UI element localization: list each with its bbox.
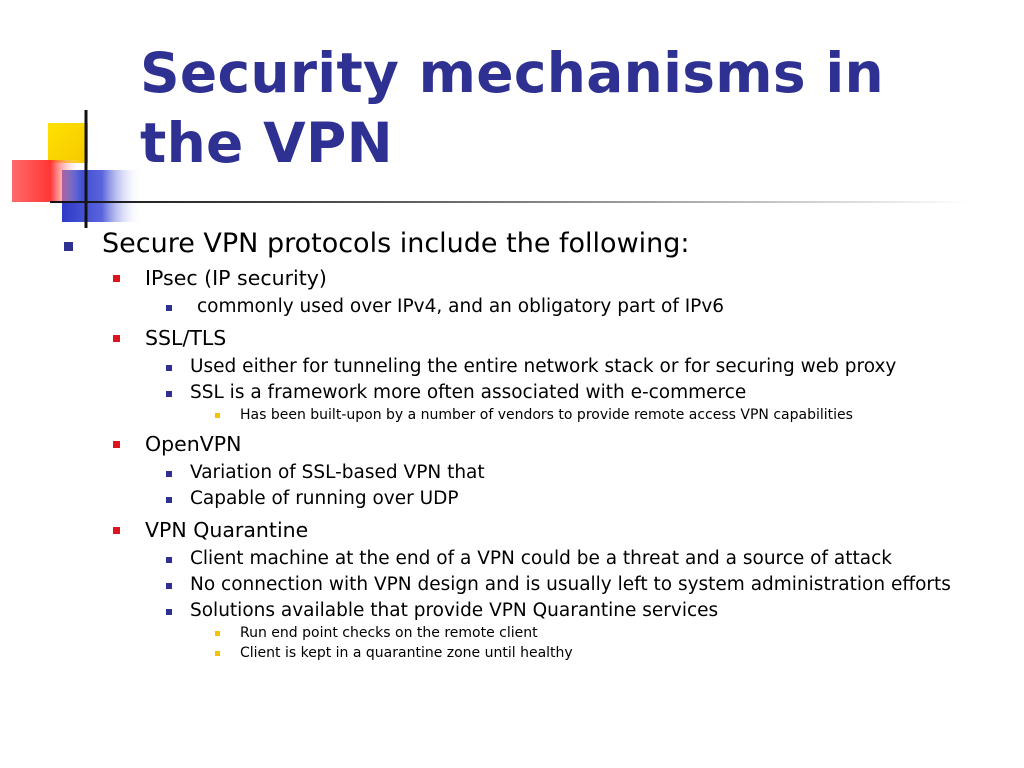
yellow-square [48, 123, 88, 163]
square-bullet-icon [64, 242, 73, 251]
list-item: Client is kept in a quarantine zone unti… [0, 644, 1024, 662]
list-item: Capable of running over UDP [0, 488, 1024, 510]
square-bullet-icon [113, 527, 120, 534]
list-item-ipsec: IPsec (IP security) [0, 264, 1024, 292]
list-item-openvpn: OpenVPN [0, 430, 1024, 458]
list-item: Client machine at the end of a VPN could… [0, 548, 1024, 570]
title-underline [50, 201, 970, 203]
slide-title-line-1: Security mechanisms in [140, 41, 884, 105]
bullet-list: Secure VPN protocols include the followi… [0, 226, 1024, 662]
list-item-intro: Secure VPN protocols include the followi… [0, 226, 1024, 262]
square-bullet-icon [166, 497, 172, 503]
list-item: Run end point checks on the remote clien… [0, 624, 1024, 642]
square-bullet-icon [166, 609, 172, 615]
list-item-quarantine: VPN Quarantine [0, 516, 1024, 544]
ipsec-label: IPsec (IP security) [145, 266, 327, 290]
square-bullet-icon [113, 441, 120, 448]
intro-text: Secure VPN protocols include the followi… [102, 228, 690, 259]
list-item: SSL is a framework more often associated… [0, 382, 1024, 404]
square-bullet-icon [215, 631, 220, 636]
square-bullet-icon [166, 305, 172, 311]
slide-title-line-2: the VPN [140, 111, 393, 175]
square-bullet-icon [113, 275, 120, 282]
list-item: commonly used over IPv4, and an obligato… [0, 296, 1024, 318]
square-bullet-icon [215, 413, 220, 418]
red-square [12, 160, 82, 202]
square-bullet-icon [166, 471, 172, 477]
openvpn-label: OpenVPN [145, 432, 242, 456]
slide-title: Security mechanisms in the VPN [140, 38, 884, 178]
square-bullet-icon [166, 391, 172, 397]
square-bullet-icon [215, 651, 220, 656]
list-item: Variation of SSL-based VPN that [0, 462, 1024, 484]
square-bullet-icon [166, 583, 172, 589]
ssltls-label: SSL/TLS [145, 326, 227, 350]
list-item: No connection with VPN design and is usu… [0, 574, 1024, 596]
quarantine-label: VPN Quarantine [145, 518, 309, 542]
list-item: Solutions available that provide VPN Qua… [0, 600, 1024, 622]
square-bullet-icon [113, 335, 120, 342]
square-bullet-icon [166, 365, 172, 371]
list-item: Used either for tunneling the entire net… [0, 356, 1024, 378]
list-item-ssltls: SSL/TLS [0, 324, 1024, 352]
list-item: Has been built-upon by a number of vendo… [0, 406, 1024, 424]
square-bullet-icon [166, 557, 172, 563]
